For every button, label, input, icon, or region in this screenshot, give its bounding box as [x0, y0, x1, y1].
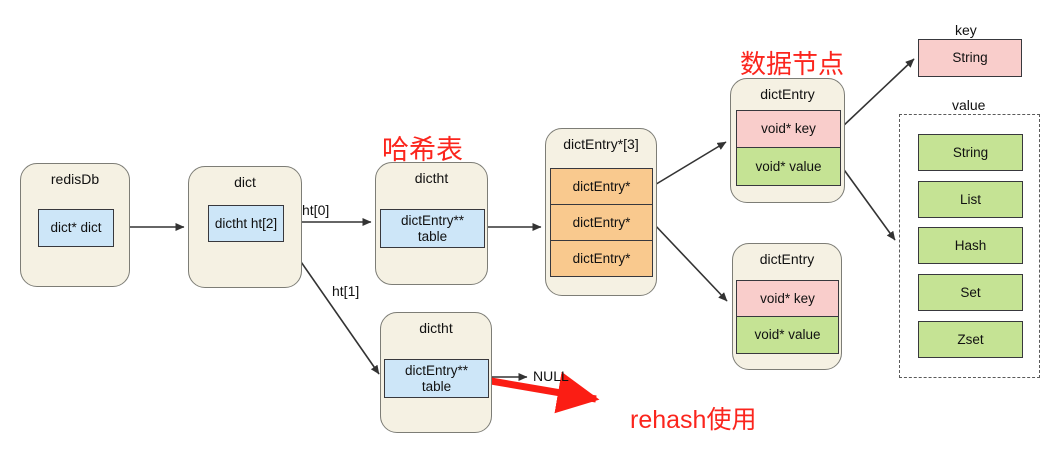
dictht-rehash-node: dictht dictEntry** table [380, 312, 492, 433]
table-cell-line2: table [417, 228, 448, 244]
ht1-label: ht[1] [332, 283, 360, 299]
value-types-group: String List Hash Set Zset [899, 114, 1040, 378]
entry-array-node: dictEntry*[3] dictEntry* dictEntry* dict… [545, 128, 657, 296]
ht0-label: ht[0] [302, 202, 330, 218]
redisdb-title: redisDb [50, 171, 100, 187]
entry-array-cell-0: dictEntry* [550, 168, 653, 205]
entry-array-title: dictEntry*[3] [563, 136, 639, 152]
value-type-set: Set [918, 274, 1023, 311]
dictentry1-key-cell: void* key [736, 110, 841, 148]
dictht-main-title: dictht [414, 170, 449, 186]
hash-table-annotation: 哈希表 [382, 135, 463, 165]
value-section-label: value [952, 97, 986, 113]
rehash-annotation: rehash使用 [630, 406, 757, 434]
key-section-label: key [955, 22, 977, 38]
value-type-list: List [918, 181, 1023, 218]
dictentry2-value-cell: void* value [736, 316, 839, 354]
redisdb-node: redisDb dict* dict [20, 163, 130, 287]
entry-array-cell-1: dictEntry* [550, 204, 653, 241]
arrow-value-to-types [841, 166, 896, 241]
dictht-rehash-title: dictht [419, 320, 453, 336]
redisdb-dict-pointer-cell: dict* dict [38, 209, 114, 247]
entry-array-cell-2: dictEntry* [550, 240, 653, 277]
table-cell-line1: dictEntry** [404, 362, 469, 378]
table-cell-line1: dictEntry** [400, 212, 465, 228]
dictht-main-node: dictht dictEntry** table [375, 162, 488, 285]
value-type-hash: Hash [918, 227, 1023, 264]
value-type-zset: Zset [918, 321, 1023, 358]
arrow-cell1-to-entry1 [652, 141, 727, 187]
dictentry1-value-cell: void* value [736, 147, 841, 186]
value-type-string: String [918, 134, 1023, 171]
dict-node: dict dictht ht[2] [188, 166, 302, 288]
dictht-rehash-table-cell: dictEntry** table [384, 359, 489, 398]
data-node-annotation: 数据节点 [740, 49, 845, 79]
dictentry1-node: dictEntry void* key void* value [730, 78, 845, 203]
dict-ht-array-cell: dictht ht[2] [208, 205, 284, 242]
dictentry2-key-cell: void* key [736, 280, 839, 317]
table-cell-line2: table [421, 378, 452, 394]
key-string-box: String [918, 39, 1022, 77]
arrow-cell2-to-entry2 [652, 222, 728, 302]
dictht-main-table-cell: dictEntry** table [380, 209, 485, 248]
dictentry1-title: dictEntry [760, 86, 815, 102]
dictentry2-title: dictEntry [759, 251, 815, 267]
dictentry2-node: dictEntry void* key void* value [732, 243, 842, 370]
dict-title: dict [234, 174, 256, 190]
null-label: NULL [533, 368, 569, 384]
